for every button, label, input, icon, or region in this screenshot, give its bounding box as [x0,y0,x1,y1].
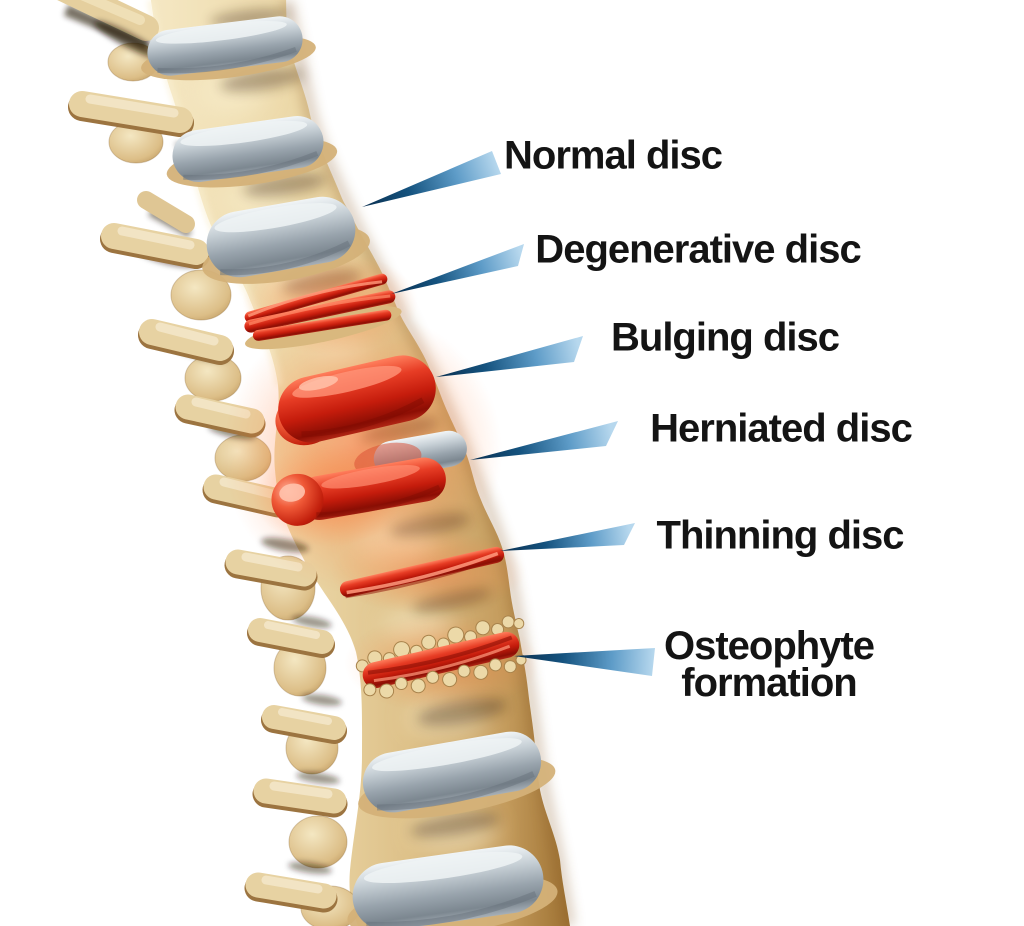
label-bulging-disc: Bulging disc [611,315,840,360]
thinning-disc-graphic [339,546,505,599]
pointers [362,151,655,676]
pointer-bulging-disc-icon [436,336,583,377]
pointer-osteophyte-formation-icon [514,648,655,676]
normal-disc-5 [347,845,558,926]
degenerative-disc-graphic [244,273,402,350]
label-osteophyte-formation: Osteophyte formation [663,624,875,705]
normal-disc-1 [141,16,316,81]
pointer-herniated-disc-icon [470,421,618,460]
bone-spurs-bottom [363,654,527,699]
label-degenerative-disc: Degenerative disc [535,227,861,272]
label-osteophyte-line1: Osteophyte [663,624,875,668]
bulging-disc-graphic [275,355,436,446]
herniated-disc-graphic [271,430,467,526]
normal-disc-4 [358,731,556,819]
normal-disc-3 [202,196,370,284]
pointer-thinning-disc-icon [500,523,635,551]
label-thinning-disc: Thinning disc [656,513,905,558]
label-osteophyte-line2: formation [681,661,857,705]
label-normal-disc: Normal disc [504,133,723,178]
osteophyte-disc-graphic [355,615,527,699]
pointer-degenerative-disc-icon [391,244,524,294]
label-herniated-disc: Herniated disc [650,406,913,451]
pointer-normal-disc-icon [362,151,501,207]
normal-disc-2 [166,116,338,188]
